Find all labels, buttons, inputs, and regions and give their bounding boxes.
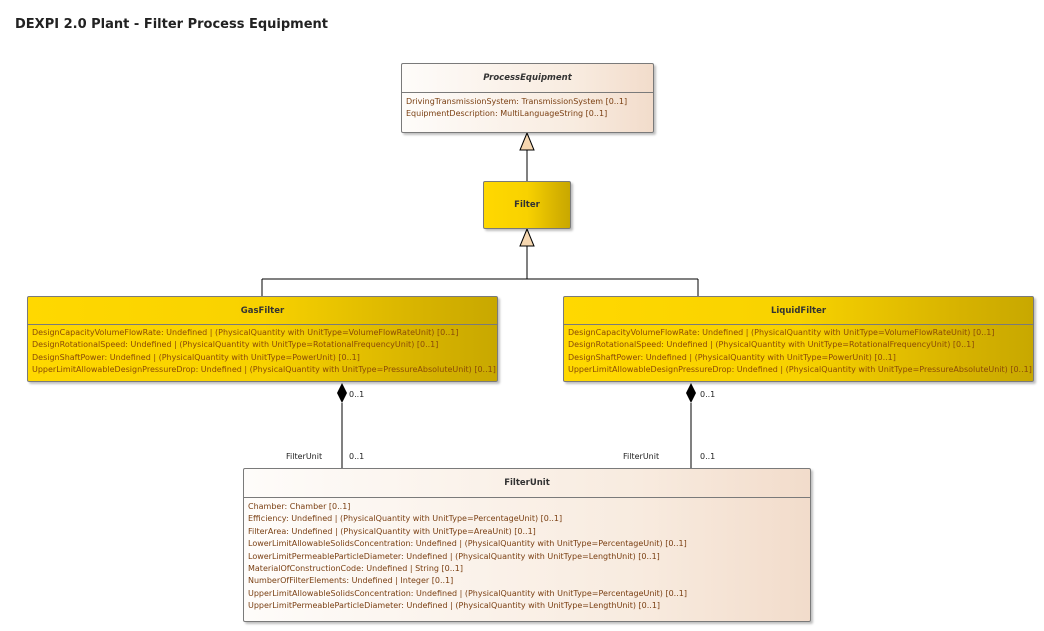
attribute: MaterialOfConstructionCode: Undefined | … [248,564,464,574]
multiplicity-label: 0..1 [349,452,365,461]
attribute: DesignShaftPower: Undefined | (PhysicalQ… [568,352,896,362]
composition-diamond-icon [686,383,696,403]
role-label: FilterUnit [286,452,323,461]
generalization-arrow-icon [519,131,535,151]
multiplicity-label: 0..1 [700,452,716,461]
class-filter-unit[interactable]: FilterUnit Chamber: Chamber [0..1] Effic… [243,468,811,622]
class-name: FilterUnit [244,469,810,498]
attribute: Chamber: Chamber [0..1] [248,502,351,511]
class-gas-filter[interactable]: GasFilter DesignCapacityVolumeFlowRate: … [27,296,498,382]
class-name: LiquidFilter [564,297,1033,325]
generalization-arrow-icon [519,227,535,247]
attribute: DrivingTransmissionSystem: TransmissionS… [406,97,628,106]
attribute: LowerLimitPermeableParticleDiameter: Und… [248,551,660,561]
attribute: UpperLimitAllowableDesignPressureDrop: U… [32,365,496,375]
class-name: ProcessEquipment [402,64,653,93]
attribute: LowerLimitAllowableSolidsConcentration: … [248,539,687,549]
attribute: UpperLimitAllowableDesignPressureDrop: U… [568,365,1032,375]
class-liquid-filter[interactable]: LiquidFilter DesignCapacityVolumeFlowRat… [563,296,1034,382]
attribute: UpperLimitAllowableSolidsConcentration: … [248,588,687,598]
attribute-list: DesignCapacityVolumeFlowRate: Undefined … [28,325,497,380]
attribute-list: DrivingTransmissionSystem: TransmissionS… [402,93,653,124]
attribute: NumberOfFilterElements: Undefined | Inte… [248,576,454,586]
attribute: FilterArea: Undefined | (PhysicalQuantit… [248,526,536,536]
attribute: DesignCapacityVolumeFlowRate: Undefined … [568,328,995,337]
multiplicity-label: 0..1 [700,390,716,399]
attribute: DesignCapacityVolumeFlowRate: Undefined … [32,328,459,337]
class-name: Filter [514,200,540,210]
composition-diamond-icon [337,383,347,403]
attribute: UpperLimitPermeableParticleDiameter: Und… [248,601,661,611]
attribute: DesignRotationalSpeed: Undefined | (Phys… [568,340,975,350]
attribute: DesignRotationalSpeed: Undefined | (Phys… [32,340,439,350]
class-name: GasFilter [28,297,497,325]
attribute-list: DesignCapacityVolumeFlowRate: Undefined … [564,325,1033,380]
attribute-list: Chamber: Chamber [0..1] Efficiency: Unde… [244,498,810,616]
attribute: EquipmentDescription: MultiLanguageStrin… [406,109,608,119]
attribute: DesignShaftPower: Undefined | (PhysicalQ… [32,352,360,362]
attribute: Efficiency: Undefined | (PhysicalQuantit… [248,514,563,524]
role-label: FilterUnit [623,452,660,461]
diagram-title: DEXPI 2.0 Plant - Filter Process Equipme… [15,17,329,32]
class-process-equipment[interactable]: ProcessEquipment DrivingTransmissionSyst… [401,63,654,133]
multiplicity-label: 0..1 [349,390,365,399]
class-filter[interactable]: Filter [483,181,571,229]
